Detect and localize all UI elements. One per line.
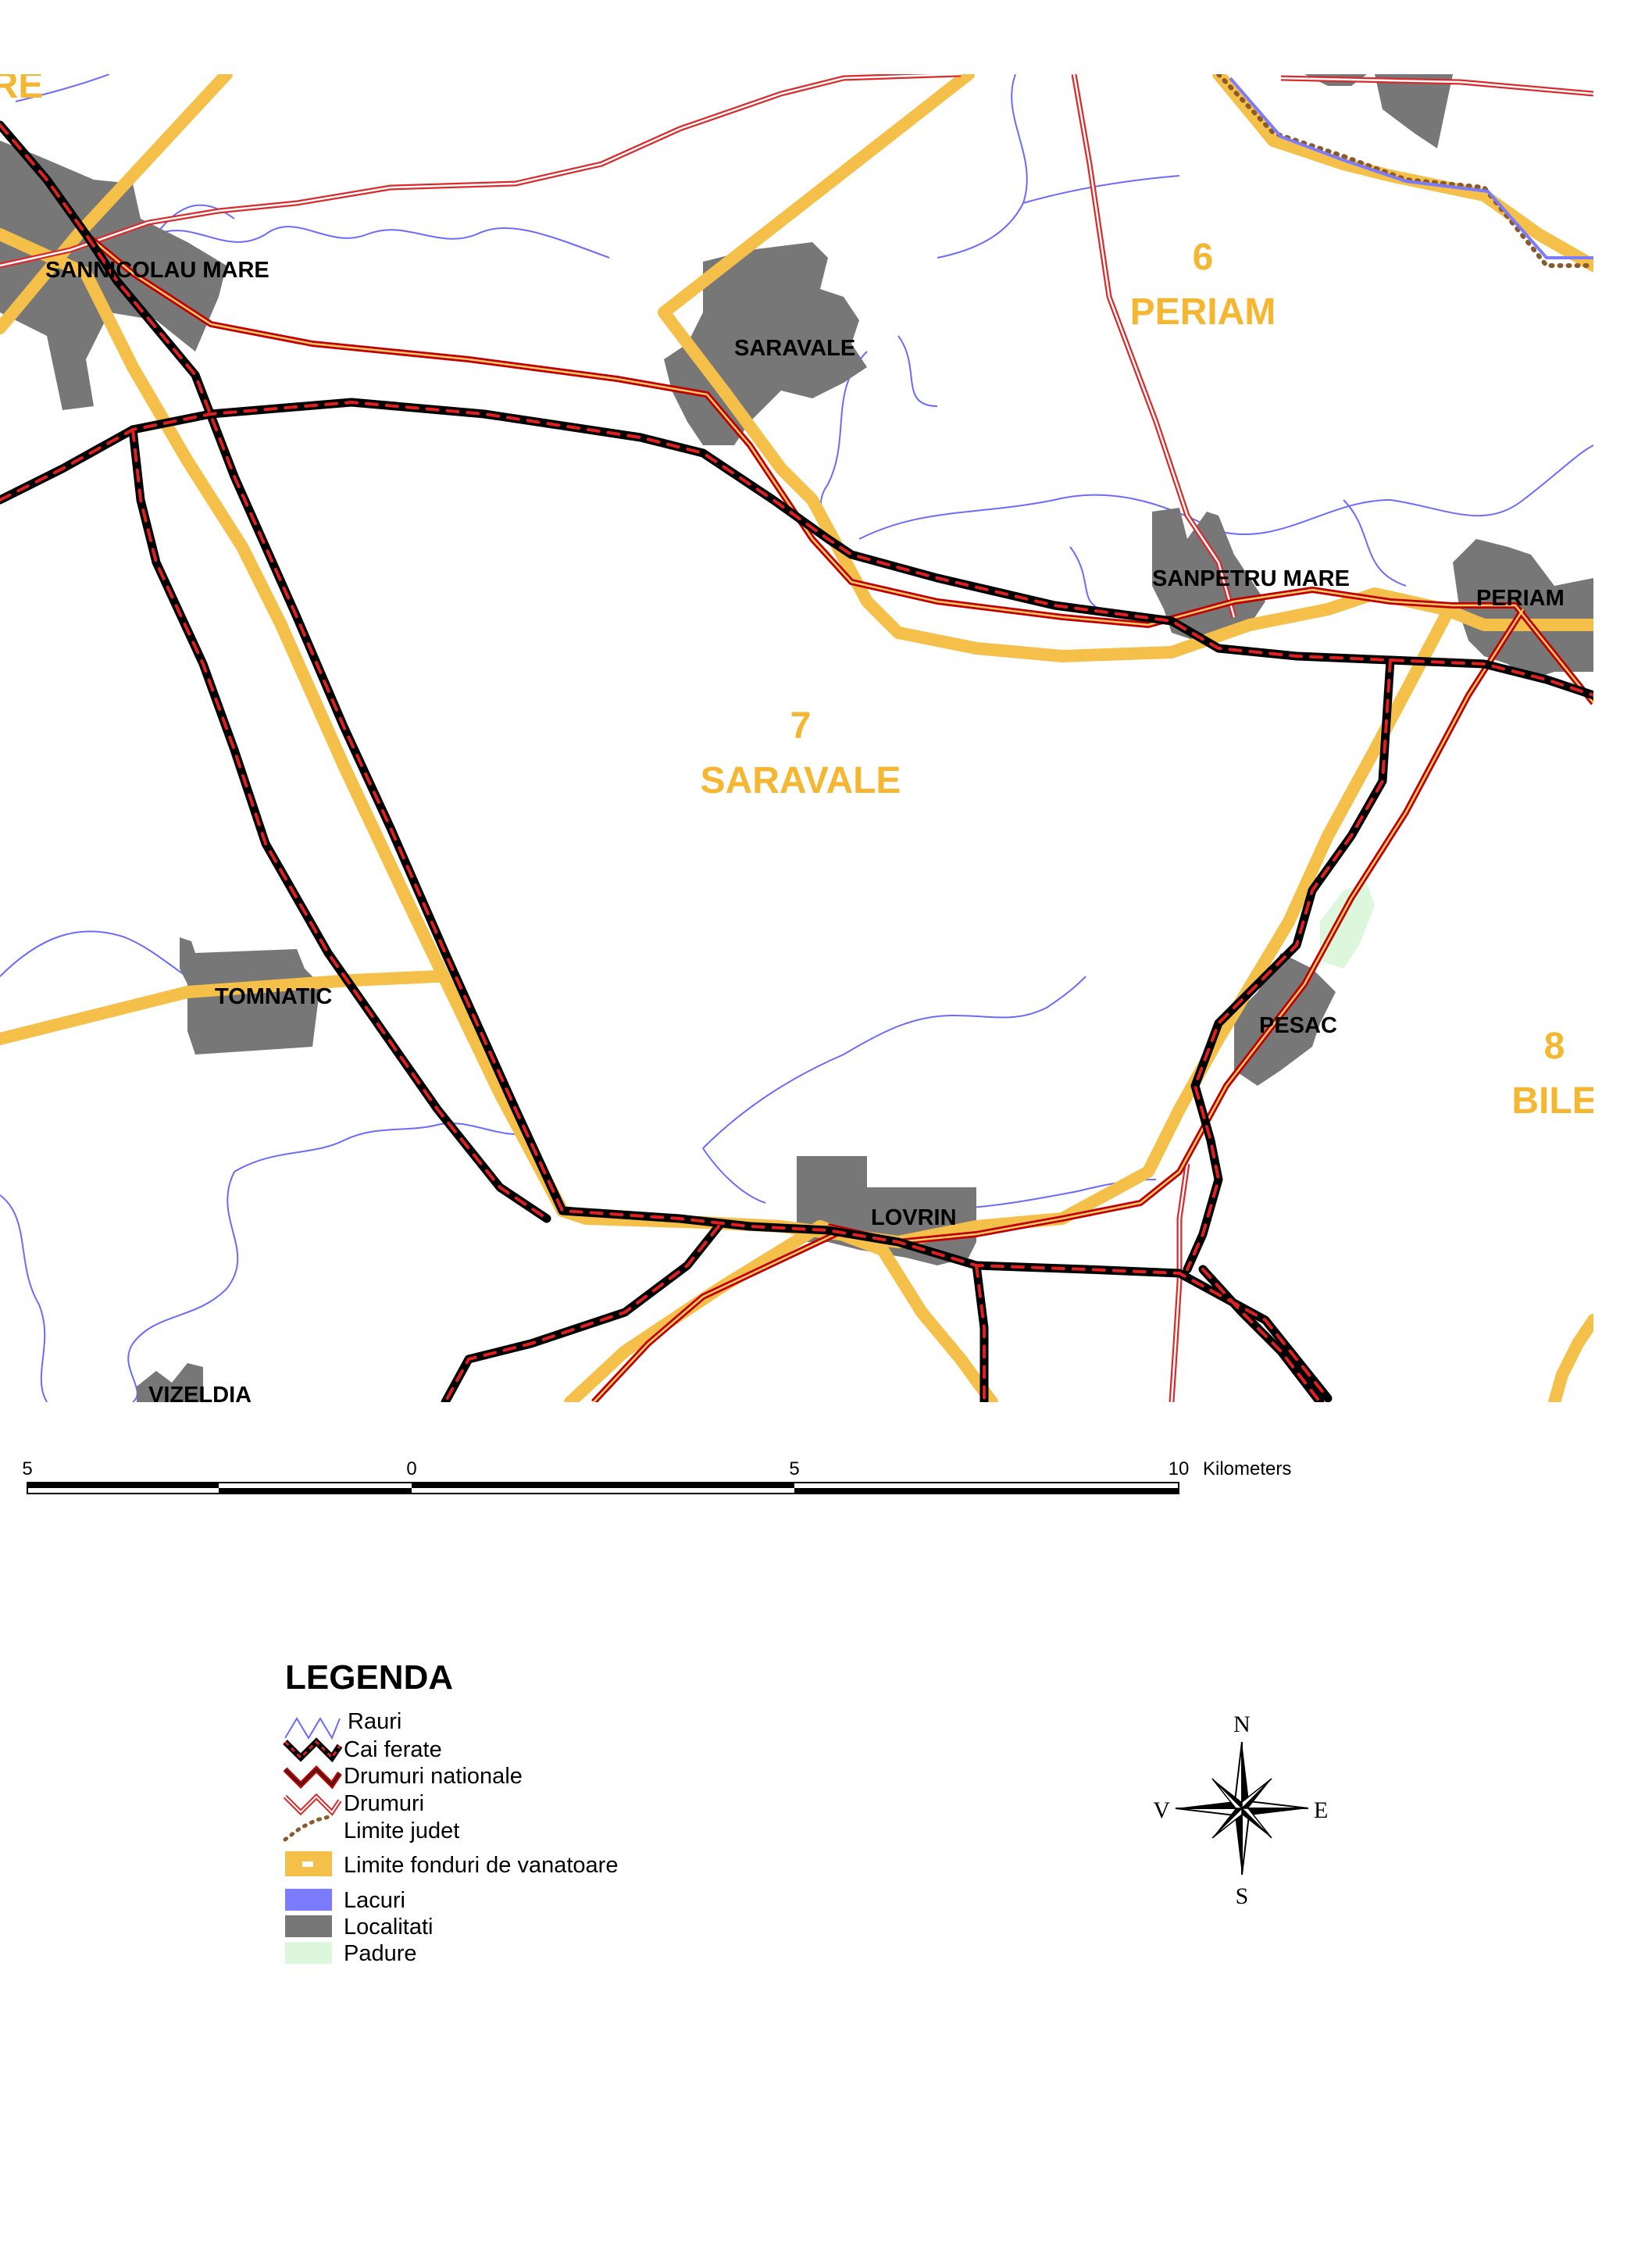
fund-labels: RE 6 PERIAM 7 SARAVALE 8 BILE — [0, 65, 1597, 1122]
label-tomnatic: TOMNATIC — [215, 984, 332, 1009]
label-pesac: PESAC — [1259, 1013, 1337, 1038]
legend-county-limits-label: Limite judet — [344, 1818, 459, 1843]
label-saravale: SARAVALE — [734, 336, 855, 361]
railways-layer — [0, 120, 1593, 1402]
fund-partial-name: RE — [0, 65, 43, 106]
legend-item-fund-limits: Limite fonduri de vanatoare — [285, 1851, 618, 1878]
fund-8-name: BILE — [1511, 1080, 1597, 1122]
legend-railways-label: Cai ferate — [344, 1737, 442, 1762]
legend-forest-label: Padure — [344, 1941, 417, 1966]
label-sanpetru-mare: SANPETRU MARE — [1152, 566, 1350, 591]
scale-tick-left: 5 — [22, 1458, 32, 1479]
scale-tick-zero: 0 — [406, 1458, 416, 1479]
compass-north-label: N — [1233, 1711, 1251, 1737]
legend-fund-limits-label: Limite fonduri de vanatoare — [344, 1853, 618, 1878]
legend-item-rivers: Rauri — [284, 1709, 401, 1740]
compass-rose: N S E V — [1153, 1711, 1328, 1909]
legend-rivers-label: Rauri — [348, 1709, 401, 1734]
legend: LEGENDA Rauri Cai ferate Drumuri nationa… — [283, 1658, 618, 1966]
roads-layer — [0, 74, 1593, 1402]
legend-item-county-limits: Limite judet — [283, 1814, 459, 1843]
compass-west-label: V — [1153, 1797, 1170, 1823]
fund-6-name: PERIAM — [1130, 291, 1276, 333]
label-lovrin: LOVRIN — [871, 1205, 957, 1230]
fund-7-number: 7 — [790, 705, 812, 747]
legend-lakes-symbol — [285, 1889, 332, 1911]
legend-item-forest: Padure — [285, 1941, 417, 1966]
legend-rivers-symbol — [284, 1717, 341, 1740]
scale-tick-mid: 5 — [789, 1458, 799, 1479]
legend-item-localities: Localitati — [285, 1915, 433, 1940]
label-sannicolau-mare: SANNICOLAU MARE — [45, 258, 269, 283]
compass-icon — [1175, 1741, 1309, 1875]
legend-county-limits-symbol — [283, 1814, 334, 1842]
legend-national-roads-label: Drumuri nationale — [344, 1764, 523, 1789]
legend-title: LEGENDA — [285, 1658, 453, 1697]
legend-item-lakes: Lacuri — [285, 1888, 405, 1913]
county-limits-layer — [1216, 74, 1593, 268]
place-labels: SANNICOLAU MARE SARAVALE SANPETRU MARE P… — [45, 258, 1565, 1408]
compass-south-label: S — [1236, 1883, 1249, 1909]
legend-roads-label: Drumuri — [344, 1791, 424, 1816]
scale-unit: Kilometers — [1203, 1458, 1291, 1479]
compass-east-label: E — [1314, 1797, 1328, 1823]
map-frame: SANNICOLAU MARE SARAVALE SANPETRU MARE P… — [0, 65, 1597, 1408]
scale-bar: 5 0 5 10 Kilometers — [22, 1458, 1291, 1494]
label-periam: PERIAM — [1476, 586, 1565, 611]
legend-forest-symbol — [285, 1942, 332, 1964]
fund-8-number: 8 — [1544, 1026, 1565, 1067]
legend-lakes-label: Lacuri — [344, 1888, 405, 1913]
fund-6-number: 6 — [1193, 237, 1214, 278]
legend-item-national-roads: Drumuri nationale — [283, 1764, 523, 1790]
legend-localities-symbol — [285, 1915, 332, 1937]
legend-item-railways: Cai ferate — [283, 1737, 442, 1763]
forest-patch — [1320, 883, 1375, 969]
fund-7-name: SARAVALE — [701, 760, 901, 801]
label-vizeldia: VIZELDIA — [148, 1383, 252, 1408]
river-network — [0, 74, 1593, 1402]
legend-localities-label: Localitati — [344, 1915, 433, 1940]
scale-tick-right: 10 — [1169, 1458, 1190, 1479]
legend-item-roads: Drumuri — [283, 1791, 424, 1816]
